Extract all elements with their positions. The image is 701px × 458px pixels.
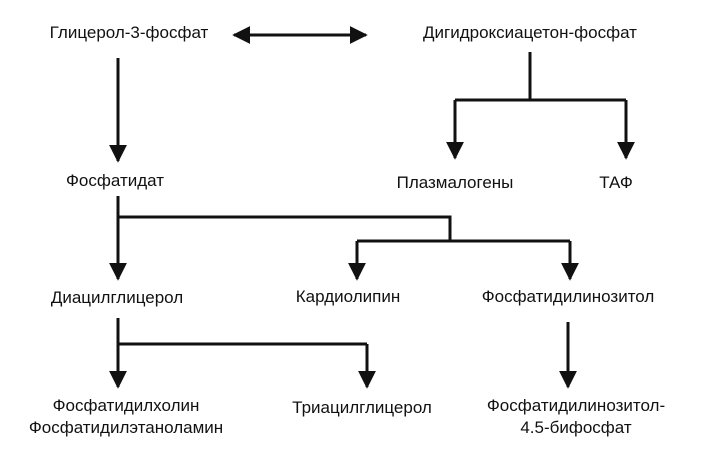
node-phosphatidylinositol: Фосфатидилинозитол — [481, 287, 655, 306]
node-glycerol-3-phosphate: Глицерол-3-фосфат — [49, 23, 209, 42]
node-phosphatidylcholine-group: Фосфатидилхолин Фосфатидилэтаноламин — [29, 395, 223, 439]
edge-phosphatidate-branch — [116, 196, 570, 243]
node-pip2-line2: 4.5-бифосфат — [520, 418, 632, 437]
node-cardiolipin: Кардиолипин — [295, 287, 401, 306]
node-phosphatidylinositol-bisphosphate: Фосфатидилинозитол- 4.5-бифосфат — [487, 395, 665, 439]
edge-diacylglycerol-branch — [116, 318, 367, 346]
edge-dhap-branch — [455, 52, 626, 102]
node-phosphatidate: Фосфатидат — [65, 171, 165, 190]
node-triacylglycerol: Триацилглицерол — [292, 398, 432, 417]
node-pip2-line1: Фосфатидилинозитол- — [486, 396, 666, 415]
node-phosphatidylcholine: Фосфатидилхолин — [52, 396, 200, 415]
node-phosphatidylethanolamine: Фосфатидилэтаноламин — [28, 418, 224, 437]
node-taf: ТАФ — [599, 173, 633, 192]
node-plasmalogens: Плазмалогены — [396, 173, 514, 192]
node-dihydroxyacetone-phosphate: Дигидроксиацетон-фосфат — [423, 23, 637, 42]
node-diacylglycerol: Диацилглицерол — [50, 288, 184, 307]
